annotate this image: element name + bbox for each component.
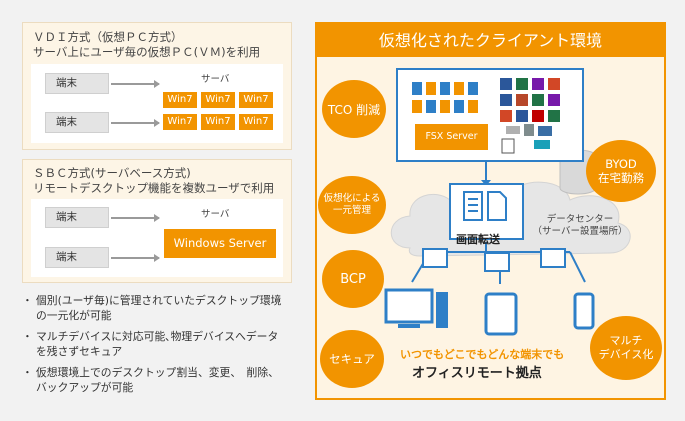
vm-tile bbox=[412, 100, 422, 113]
vm-tile bbox=[412, 82, 422, 95]
screen-transfer-box bbox=[449, 183, 524, 240]
vm-tile bbox=[454, 100, 464, 113]
multi-device-circle: マルチ デバイス化 bbox=[590, 316, 662, 380]
vdi-diagram: 端末 端末 サーバ Win7 Win7 Win7 Win7 Win7 Win7 bbox=[31, 64, 283, 143]
security-circle: セキュア bbox=[320, 330, 384, 388]
vm-tile bbox=[426, 82, 436, 95]
vm-tile bbox=[426, 100, 436, 113]
vm-tile bbox=[454, 82, 464, 95]
multi-device-line2: デバイス化 bbox=[598, 348, 654, 361]
tagline-remote-office: オフィスリモート拠点 bbox=[412, 366, 542, 381]
vm-win7: Win7 bbox=[239, 92, 273, 108]
vm-win7: Win7 bbox=[163, 114, 197, 130]
sbc-panel: ＳＢＣ方式(サーバベース方式) リモートデスクトップ機能を複数ユーザで利用 端末… bbox=[22, 159, 292, 283]
multi-device-line1: マルチ bbox=[609, 334, 643, 347]
vdi-title-line1: ＶＤＩ方式（仮想ＰＣ方式） bbox=[33, 30, 183, 44]
vdi-arrow-2 bbox=[111, 119, 160, 127]
sbc-terminal-1: 端末 bbox=[45, 207, 109, 228]
smartphone-icon bbox=[573, 292, 595, 330]
benefit-list: 個別(ユーザ毎)に管理されていたデスクトップ環境 の一元化が可能 マルチデバイス… bbox=[22, 293, 306, 401]
benefit-text: の一元化が可能 bbox=[36, 309, 112, 322]
benefit-item: 仮想環境上でのデスクトップ割当、変更、 削除、 バックアップが可能 bbox=[22, 365, 306, 395]
vm-win7: Win7 bbox=[239, 114, 273, 130]
vm-tile bbox=[468, 100, 478, 113]
benefit-item: 個別(ユーザ毎)に管理されていたデスクトップ環境 の一元化が可能 bbox=[22, 293, 306, 323]
vdi-title-line2: サーバ上にユーザ毎の仮想ＰＣ(ＶＭ)を利用 bbox=[33, 45, 261, 59]
sbc-arrow-1 bbox=[111, 214, 160, 222]
screen-document-icon bbox=[463, 191, 507, 221]
virtual-client-title: 仮想化されたクライアント環境 bbox=[317, 24, 664, 57]
byod-circle: BYOD 在宅勤務 bbox=[586, 140, 656, 202]
benefit-text: バックアップが可能 bbox=[36, 381, 134, 394]
benefit-text: を残さずセキュア bbox=[36, 345, 123, 358]
benefit-text: 仮想環境上でのデスクトップ割当、変更、 削除、 bbox=[36, 366, 279, 379]
security-label: セキュア bbox=[329, 352, 375, 366]
sbc-server-label: サーバ bbox=[201, 209, 230, 220]
sbc-title-line2: リモートデスクトップ機能を複数ユーザで利用 bbox=[33, 181, 275, 195]
application-icons bbox=[500, 78, 560, 154]
sbc-arrow-2 bbox=[111, 254, 160, 262]
vdi-terminal-2: 端末 bbox=[45, 112, 109, 133]
bcp-label: BCP bbox=[340, 271, 366, 287]
tco-reduction-label: TCO 削減 bbox=[327, 102, 381, 117]
byod-line2: 在宅勤務 bbox=[598, 171, 644, 185]
sbc-terminal-2: 端末 bbox=[45, 247, 109, 268]
vdi-panel: ＶＤＩ方式（仮想ＰＣ方式） サーバ上にユーザ毎の仮想ＰＣ(ＶＭ)を利用 端末 端… bbox=[22, 22, 292, 150]
vm-win7: Win7 bbox=[201, 114, 235, 130]
benefit-text: 個別(ユーザ毎)に管理されていたデスクトップ環境 bbox=[36, 294, 282, 307]
tco-reduction-circle: TCO 削減 bbox=[322, 80, 386, 138]
byod-line1: BYOD bbox=[605, 157, 637, 171]
datacenter-label: データセンター （サーバー設置場所） bbox=[530, 214, 630, 238]
screen-transfer-label: 画面転送 bbox=[456, 233, 500, 246]
datacenter-label-line1: データセンター bbox=[546, 214, 614, 225]
vdi-arrow-1 bbox=[111, 80, 160, 88]
windows-server-box: Windows Server bbox=[164, 229, 276, 258]
tagline-anytime: いつでもどこでもどんな端末でも bbox=[400, 348, 565, 361]
unified-management-line2: 一元管理 bbox=[332, 205, 371, 216]
vm-tile bbox=[440, 82, 450, 95]
vm-win7: Win7 bbox=[201, 92, 235, 108]
datacenter-label-line2: （サーバー設置場所） bbox=[532, 226, 628, 237]
vm-tile bbox=[440, 100, 450, 113]
unified-management-line1: 仮想化による bbox=[323, 193, 381, 204]
vm-win7: Win7 bbox=[163, 92, 197, 108]
sbc-diagram: 端末 端末 サーバ Windows Server bbox=[31, 199, 283, 277]
vdi-terminal-1: 端末 bbox=[45, 73, 109, 94]
benefit-text: マルチデバイスに対応可能､物理デバイスへデータ bbox=[36, 330, 279, 343]
tablet-icon bbox=[484, 292, 518, 336]
unified-management-circle: 仮想化による 一元管理 bbox=[318, 176, 386, 234]
screen-icon-center bbox=[484, 252, 510, 272]
bcp-circle: BCP bbox=[322, 250, 384, 308]
sbc-title-line1: ＳＢＣ方式(サーバベース方式) bbox=[33, 166, 191, 180]
fsx-server-box: FSX Server bbox=[415, 124, 488, 150]
vm-tile bbox=[468, 82, 478, 95]
benefit-item: マルチデバイスに対応可能､物理デバイスへデータ を残さずセキュア bbox=[22, 329, 306, 359]
desktop-pc-icon bbox=[384, 288, 448, 328]
screen-icon-right bbox=[540, 248, 566, 268]
screen-icon-left bbox=[422, 248, 448, 268]
vdi-server-label: サーバ bbox=[201, 74, 230, 85]
